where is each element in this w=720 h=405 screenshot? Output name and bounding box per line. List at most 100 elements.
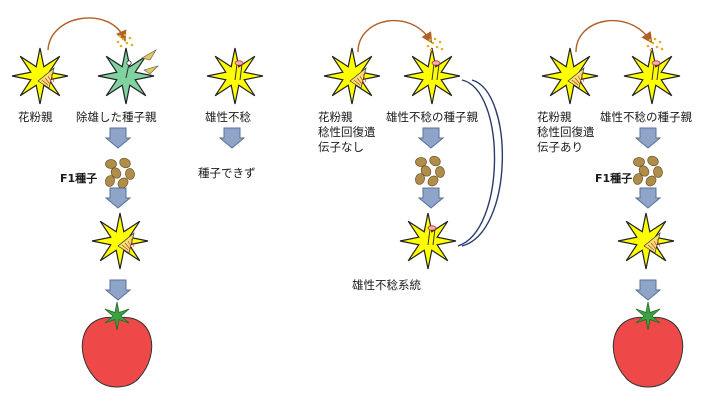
f1-seeds-a-seed [125, 168, 135, 180]
down-arrow-a3 [104, 279, 132, 301]
pollen-c-grain [431, 41, 435, 45]
pollen-parent-flower-a-anther [37, 67, 55, 89]
pollen-parent-flower-c-anther-line [362, 73, 367, 83]
pollen-a-grain [125, 41, 129, 45]
tomato-d-body [612, 317, 684, 388]
pollen-a-grain [123, 33, 127, 37]
pollen-parent-flower-c-anther-line [353, 79, 361, 86]
seeds-c-seed [429, 155, 441, 167]
male-sterile-flower-b-stigma [234, 60, 244, 66]
no-seed-label: 種子できず [198, 166, 256, 180]
pollen-parent-flower-d-anther-line [574, 77, 581, 85]
f1-seeds-d-seed [645, 175, 657, 187]
f1-flower-d [617, 212, 675, 270]
pollen-c-grain [429, 48, 433, 52]
f1-flower-a-anther-line [124, 242, 131, 250]
f1-flower-a-anther-line [130, 238, 135, 248]
pollen-parent-flower-d-anther-line [580, 73, 585, 83]
backcross-curve-c [457, 79, 496, 247]
pollen-parent-label-c: 花粉親 [318, 110, 353, 124]
male-sterile-seed-parent-flower-c-pistil [431, 63, 435, 81]
pollen-parent-flower-a [11, 47, 69, 105]
pollen-d [646, 37, 664, 52]
f1-flower-d-anther [643, 232, 661, 254]
pollen-parent-flower-c-anther [349, 67, 367, 89]
male-sterile-seed-parent-flower-c-stigma [431, 60, 441, 66]
pollen-parent-flower-c-anther-line [356, 77, 363, 85]
male-sterile-label-b: 雄性不稔 [205, 110, 251, 124]
emasculated-seed-parent-label: 除雄した種子親 [76, 110, 157, 124]
tomato-d [612, 301, 684, 388]
pollen-c-grain [433, 37, 437, 41]
seeds-c-seed [415, 157, 427, 167]
f1-seeds-d-seed [633, 157, 645, 167]
emasculated-flower-a-stigma [126, 60, 132, 66]
pollen-parent-flower-a-petals [11, 47, 69, 105]
pollen-parent-flower-c-anther-line [359, 75, 365, 84]
crossing-arrow-a [47, 17, 127, 51]
pollen-parent-flower-a-anther-line [44, 77, 51, 85]
pollen-a-grain [116, 40, 120, 44]
gene-present-label: 伝子あり [537, 140, 583, 154]
down-arrow-d1 [634, 127, 662, 149]
f1-flower-a-anther-line [127, 240, 133, 249]
f1-seeds-d-seed [653, 166, 663, 178]
down-arrow-d2 [634, 187, 662, 209]
male-sterile-seed-parent-flower-d-stigma [651, 60, 661, 66]
male-sterile-seed-parent-flower-d-pistil [656, 63, 660, 81]
f1-flower-d-anther-line [653, 240, 659, 249]
gene-absent-label: 伝子なし [318, 140, 364, 154]
pollen-d-grain [660, 47, 664, 51]
seeds-c-seed [427, 175, 439, 187]
f1-seeds-d-seed [633, 173, 643, 185]
down-arrow-c1 [417, 127, 445, 149]
male-sterile-line-flower-pistil [432, 228, 436, 246]
pollen-parent-label-d: 花粉親 [537, 110, 572, 124]
crossing-arrow-d [575, 19, 653, 53]
pollen-parent-flower-d-anther-line [577, 75, 583, 84]
seeds-c [415, 155, 445, 187]
male-sterile-seed-parent-flower-d-pistil [651, 63, 655, 81]
male-sterile-seed-parent-flower-c [403, 47, 461, 105]
male-sterile-line-label: 雄性不稔系統 [352, 278, 421, 292]
emasculated-flower-a [97, 47, 155, 105]
male-sterile-seed-parent-flower-d [623, 47, 681, 105]
restorer-gene-label-d: 稔性回復遺 [537, 125, 595, 139]
f1-seed-label-a: F1種子 [60, 172, 98, 185]
f1-seeds-a-seed [105, 159, 117, 169]
f1-flower-a-anther [117, 232, 135, 254]
pollen-a-grain [118, 34, 122, 38]
f1-flower-d-anther-line [656, 238, 661, 248]
crossing-arrow-c [357, 19, 433, 53]
emasculated-flower-a-pistil [125, 63, 130, 79]
pollen-c-grain [440, 47, 444, 51]
male-sterile-flower-b-pistil [239, 63, 243, 81]
down-arrow-a2 [104, 187, 132, 209]
down-arrow-a1 [104, 127, 132, 149]
f1-flower-d-anther-line [650, 242, 657, 250]
pollen-d-grain [649, 48, 653, 52]
pollen-d-grain [653, 37, 657, 41]
f1-seeds-a [105, 157, 135, 189]
pollen-parent-flower-d-petals [541, 47, 599, 105]
f1-flower-a [91, 212, 149, 270]
pollen-parent-flower-d [541, 47, 599, 105]
pollen-parent-label-a: 花粉親 [18, 110, 53, 124]
male-sterile-flower-b [206, 47, 264, 105]
f1-seed-label-d: F1種子 [595, 172, 633, 185]
pollen-a-grain [121, 37, 125, 41]
male-sterile-line-flower-stigma [427, 225, 437, 231]
f1-flower-a-anther-line [121, 244, 129, 251]
seeds-c-seed [420, 165, 432, 177]
male-sterile-line-flower-pistil [427, 228, 431, 246]
pollen-d-grain [646, 44, 650, 48]
tomato-d-calyx [635, 301, 661, 331]
pollen-c [426, 37, 444, 52]
backcross-curve-c-inner [461, 79, 503, 247]
pollen-parent-flower-d-anther [567, 67, 585, 89]
pollen-a-grain [130, 43, 134, 47]
pollen-d-grain [658, 40, 662, 44]
removed-anther-1 [141, 49, 157, 61]
male-sterile-flower-b-pistil [234, 63, 238, 81]
